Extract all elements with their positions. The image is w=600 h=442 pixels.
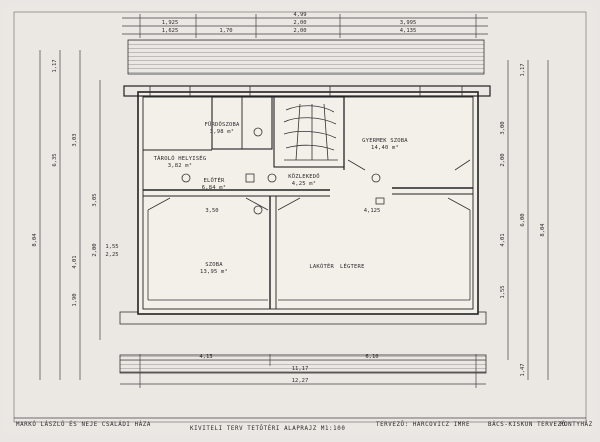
room-label-bathroom: FÜRDŐSZOBA bbox=[204, 121, 240, 128]
svg-text:3,995: 3,995 bbox=[400, 20, 417, 26]
room-area-bathroom: 3,98 m² bbox=[210, 128, 235, 135]
svg-text:6,00: 6,00 bbox=[520, 213, 526, 226]
svg-text:3,50: 3,50 bbox=[205, 208, 218, 214]
roof-slope-lines bbox=[147, 159, 471, 301]
svg-text:8,04: 8,04 bbox=[540, 223, 546, 237]
room-area-room: 13,95 m² bbox=[200, 268, 228, 275]
svg-text:2,25: 2,25 bbox=[105, 252, 118, 258]
svg-text:1,47: 1,47 bbox=[520, 363, 526, 376]
dimensions-top: 4,99 1,925 2,00 3,995 1,625 1,70 2,00 4,… bbox=[122, 12, 488, 38]
svg-text:4,01: 4,01 bbox=[72, 255, 78, 268]
svg-text:2,00: 2,00 bbox=[293, 28, 306, 34]
interior-walls bbox=[143, 96, 473, 309]
svg-text:1,625: 1,625 bbox=[162, 28, 179, 34]
svg-text:1,90: 1,90 bbox=[72, 293, 78, 306]
footer-title: KIVITELI TERV TETŐTÉRI ALAPRAJZ M1:100 bbox=[190, 424, 345, 432]
staircase bbox=[283, 103, 338, 161]
svg-text:6,10: 6,10 bbox=[365, 354, 378, 360]
svg-text:1,55: 1,55 bbox=[105, 244, 118, 250]
svg-text:3,00: 3,00 bbox=[500, 121, 506, 134]
room-area-hall: 6,84 m² bbox=[202, 184, 227, 191]
svg-text:2,00: 2,00 bbox=[293, 20, 306, 26]
svg-text:4,125: 4,125 bbox=[364, 208, 381, 214]
dimensions-bottom: 4,13 6,10 11,17 12,27 bbox=[120, 354, 486, 388]
svg-text:12,27: 12,27 bbox=[292, 378, 309, 384]
top-wall-band bbox=[123, 85, 491, 97]
footer-designer: TERVEZŐ: HARCOVICZ IMRE bbox=[376, 421, 470, 428]
svg-text:1,70: 1,70 bbox=[219, 28, 232, 34]
room-label-corridor: KÖZLEKEDŐ bbox=[288, 173, 320, 180]
svg-text:4,13: 4,13 bbox=[199, 354, 212, 360]
svg-text:1,925: 1,925 bbox=[162, 20, 179, 26]
room-area-corridor: 4,25 m² bbox=[292, 180, 317, 187]
svg-text:3,05: 3,05 bbox=[92, 193, 98, 206]
svg-text:4,99: 4,99 bbox=[293, 12, 306, 18]
svg-text:2,00: 2,00 bbox=[92, 243, 98, 256]
door-markers bbox=[181, 127, 385, 215]
dimensions-right: 1,17 6,00 8,04 1,47 3,00 2,00 4,01 1,55 bbox=[500, 60, 549, 380]
dimensions-interior: 3,50 4,125 1,55 2,25 bbox=[105, 208, 380, 258]
svg-text:2,00: 2,00 bbox=[500, 153, 506, 166]
room-label-hall: ELŐTÉR bbox=[203, 176, 225, 184]
footer-sign: PONTYHÁZ bbox=[560, 421, 593, 428]
svg-text:1,55: 1,55 bbox=[500, 285, 506, 298]
room-label-children: GYERMEK SZOBA bbox=[362, 138, 408, 144]
svg-text:6,35: 6,35 bbox=[52, 153, 58, 166]
svg-text:4,01: 4,01 bbox=[500, 233, 506, 246]
outer-walls bbox=[137, 91, 479, 315]
svg-text:8,04: 8,04 bbox=[32, 233, 38, 247]
svg-text:1,17: 1,17 bbox=[520, 63, 526, 76]
footer-company: BÁCS-KISKUN TERVEZŐ bbox=[488, 421, 566, 428]
svg-text:4,135: 4,135 bbox=[400, 28, 417, 34]
svg-text:1,17: 1,17 bbox=[52, 59, 58, 72]
room-label-living: LAKÓTÉR bbox=[309, 262, 334, 270]
roof-overhang-bottom bbox=[119, 354, 487, 374]
title-block: MARKÓ LÁSZLÓ ÉS NEJE CSALÁDI HÁZA KIVITE… bbox=[14, 417, 593, 432]
svg-text:11,17: 11,17 bbox=[292, 366, 309, 372]
room-area-children: 14,40 m² bbox=[371, 144, 399, 151]
sheet-frame bbox=[13, 11, 587, 423]
room-label-storage: TÁROLÓ HELYISÉG bbox=[154, 154, 207, 162]
room-area-storage: 3,82 m² bbox=[168, 162, 193, 169]
footer-owner: MARKÓ LÁSZLÓ ÉS NEJE CSALÁDI HÁZA bbox=[16, 420, 151, 428]
roof-overhang-top bbox=[127, 39, 485, 75]
room-labels: FÜRDŐSZOBA 3,98 m² GYERMEK SZOBA 14,40 m… bbox=[154, 121, 408, 275]
room-label-room: SZOBA bbox=[205, 262, 223, 268]
room-area-living: LÉGTERE bbox=[340, 262, 365, 270]
dimensions-left: 1,17 3,03 6,35 8,04 4,01 1,90 2,00 3,05 bbox=[32, 50, 101, 380]
svg-text:3,03: 3,03 bbox=[72, 133, 78, 146]
